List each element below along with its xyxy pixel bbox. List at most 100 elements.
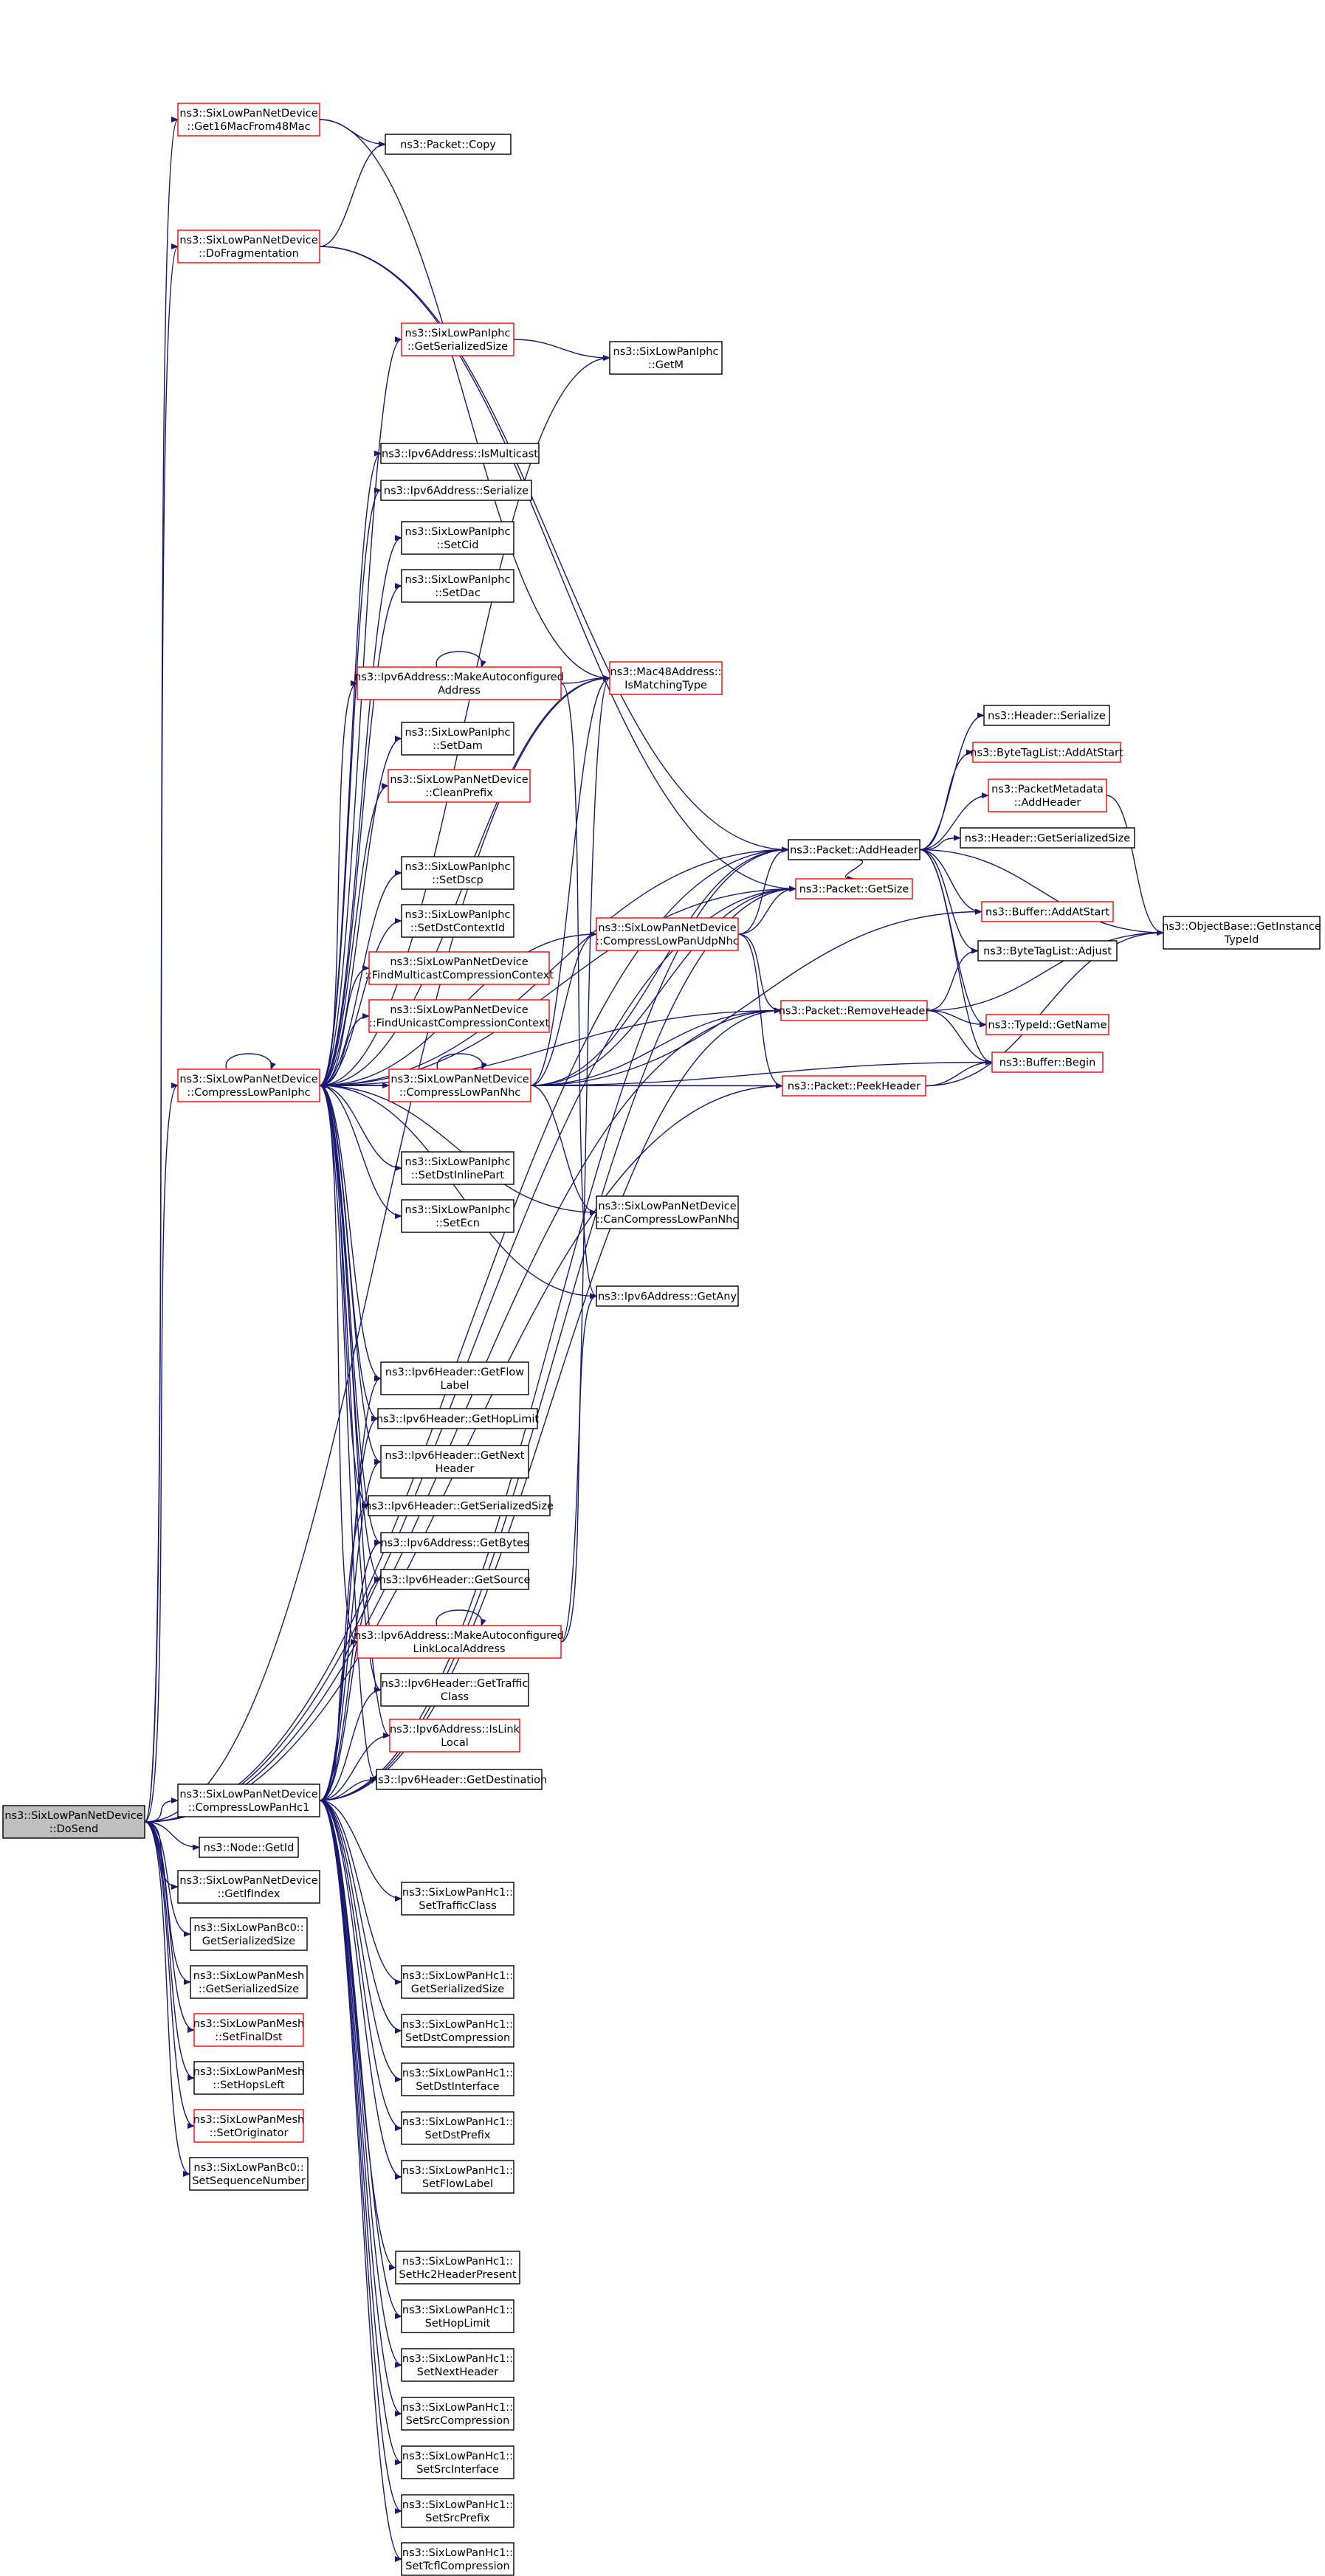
edge-line [436, 1053, 487, 1070]
node-cleanprefix[interactable]: ns3::SixLowPanNetDevice::CleanPrefix [388, 769, 531, 803]
node-setdstinline[interactable]: ns3::SixLowPanIphc::SetDstInlinePart [401, 1151, 514, 1185]
node-box [596, 917, 739, 951]
node-paddhdr[interactable]: ns3::Packet::AddHeader [788, 839, 920, 860]
node-hgetdst[interactable]: ns3::Ipv6Header::GetDestination [371, 1769, 547, 1790]
node-setecn[interactable]: ns3::SixLowPanIphc::SetEcn [401, 1199, 514, 1233]
node-hc1setsrcpre[interactable]: ns3::SixLowPanHc1::SetSrcPrefix [401, 2494, 514, 2528]
edge-line [513, 339, 610, 361]
node-finduni[interactable]: ns3::SixLowPanNetDevice::FindUnicastComp… [368, 999, 550, 1033]
edge-line [530, 908, 982, 1086]
node-hgetsrc[interactable]: ns3::Ipv6Header::GetSource [379, 1569, 531, 1590]
node-setdac[interactable]: ns3::SixLowPanIphc::SetDac [401, 569, 514, 603]
node-iphcgetser[interactable]: ns3::SixLowPanIphc::GetSerializedSize [401, 322, 514, 356]
node-label-line: ns3::SixLowPanIphc [405, 1204, 511, 1216]
node-hc1settraffic[interactable]: ns3::SixLowPanHc1::SetTrafficClass [401, 1882, 514, 1916]
node-hc1setflow[interactable]: ns3::SixLowPanHc1::SetFlowLabel [401, 2160, 514, 2194]
node-hc1setdstpre[interactable]: ns3::SixLowPanHc1::SetDstPrefix [401, 2111, 514, 2145]
edge-dosend-to-bc0getser [144, 1821, 191, 1937]
node-box [389, 1719, 520, 1753]
node-setdscp[interactable]: ns3::SixLowPanIphc::SetDscp [401, 856, 514, 890]
node-hc1getser[interactable]: ns3::SixLowPanHc1::GetSerializedSize [401, 1965, 514, 1999]
edge-line [319, 1800, 402, 2131]
node-iphcgetm[interactable]: ns3::SixLowPanIphc::GetM [609, 341, 723, 375]
node-findmulti[interactable]: ns3::SixLowPanNetDevice::FindMulticastCo… [365, 951, 554, 985]
node-ppeek[interactable]: ns3::Packet::PeekHeader [782, 1075, 926, 1097]
node-label-line: Label [440, 1380, 469, 1392]
node-hc1setdstcomp[interactable]: ns3::SixLowPanHc1::SetDstCompression [401, 2014, 514, 2048]
node-setfinaldst[interactable]: ns3::SixLowPanMesh::SetFinalDst [193, 2013, 304, 2047]
node-hdrgetser[interactable]: ns3::Header::GetSerializedSize [960, 827, 1135, 849]
node-bufaddstart[interactable]: ns3::Buffer::AddAtStart [981, 901, 1114, 922]
node-hc1setdstif[interactable]: ns3::SixLowPanHc1::SetDstInterface [401, 2062, 514, 2096]
node-label-line: ns3::SixLowPanNetDevice [179, 1074, 317, 1085]
node-meshgetser[interactable]: ns3::SixLowPanMesh::GetSerializedSize [190, 1965, 308, 1999]
node-setdam[interactable]: ns3::SixLowPanIphc::SetDam [401, 722, 514, 756]
edge-comphc1-to-hc1setsrcif [319, 1800, 402, 2465]
node-hc1setsrccomp[interactable]: ns3::SixLowPanHc1::SetSrcCompression [401, 2397, 514, 2431]
node-label-line: ns3::SixLowPanHc1:: [402, 2304, 513, 2316]
node-label-line: SetDstCompression [405, 2032, 510, 2044]
node-dofrag[interactable]: ns3::SixLowPanNetDevice::DoFragmentation [177, 229, 320, 263]
node-setcid[interactable]: ns3::SixLowPanIphc::SetCid [401, 521, 514, 555]
node-hc1settcfl[interactable]: ns3::SixLowPanHc1::SetTcflCompression [401, 2542, 514, 2576]
edge-line [319, 736, 402, 1086]
node-label-line: ns3::Ipv6Header::GetHopLimit [376, 1414, 539, 1426]
node-setdstctx[interactable]: ns3::SixLowPanIphc::SetDstContextId [401, 904, 514, 938]
node-label-line: ::FindMulticastCompressionContext [365, 970, 554, 981]
node-label-line: ns3::SixLowPanMesh [193, 2018, 304, 2030]
node-v6getany[interactable]: ns3::Ipv6Address::GetAny [596, 1285, 739, 1307]
edge-line [319, 783, 389, 1086]
node-label-line: ns3::SixLowPanHc1:: [402, 2116, 513, 2128]
node-mkauto[interactable]: ns3::Ipv6Address::MakeAutoconfiguredAddr… [354, 666, 564, 700]
node-bc0getser[interactable]: ns3::SixLowPanBc0::GetSerializedSize [190, 1917, 308, 1951]
node-pmaddhdr[interactable]: ns3::PacketMetadata::AddHeader [988, 778, 1107, 812]
node-typeid[interactable]: ns3::TypeId::GetName [985, 1014, 1109, 1035]
node-bufbegin[interactable]: ns3::Buffer::Begin [991, 1052, 1104, 1073]
node-hgetser[interactable]: ns3::Ipv6Header::GetSerializedSize [365, 1495, 554, 1516]
node-v6ser[interactable]: ns3::Ipv6Address::Serialize [380, 480, 532, 501]
node-compudp[interactable]: ns3::SixLowPanNetDevice::CompressLowPanU… [596, 917, 739, 951]
node-dosend[interactable]: ns3::SixLowPanNetDevice::DoSend [2, 1805, 145, 1839]
node-label-line: ns3::SixLowPanBc0:: [193, 1922, 303, 1934]
node-get16mac[interactable]: ns3::SixLowPanNetDevice::Get16MacFrom48M… [177, 103, 320, 137]
node-cancomp[interactable]: ns3::SixLowPanNetDevice::CanCompressLowP… [596, 1195, 739, 1229]
edge-compudp-to-pgetsize [737, 885, 796, 935]
node-setseq[interactable]: ns3::SixLowPanBc0::SetSequenceNumber [189, 2157, 309, 2191]
node-btaddstart[interactable]: ns3::ByteTagList::AddAtStart [970, 742, 1123, 763]
node-hgethop[interactable]: ns3::Ipv6Header::GetHopLimit [376, 1408, 539, 1429]
node-label-line: ns3::SixLowPanBc0:: [193, 2162, 303, 2174]
node-hc1sethc2[interactable]: ns3::SixLowPanHc1::SetHc2HeaderPresent [395, 2251, 520, 2285]
node-box [190, 1965, 308, 1999]
node-getifindex[interactable]: ns3::SixLowPanNetDevice::GetIfIndex [177, 1870, 320, 1904]
node-sethopsleft[interactable]: ns3::SixLowPanMesh::SetHopsLeft [193, 2061, 304, 2095]
node-premhdr[interactable]: ns3::Packet::RemoveHeader [779, 1000, 930, 1021]
node-pcopy[interactable]: ns3::Packet::Copy [385, 134, 512, 155]
node-mac48[interactable]: ns3::Mac48Address::IsMatchingType [609, 661, 723, 695]
node-mkautoll[interactable]: ns3::Ipv6Address::MakeAutoconfiguredLink… [354, 1625, 564, 1659]
edge-line [560, 1293, 597, 1643]
node-hc1setnext[interactable]: ns3::SixLowPanHc1::SetNextHeader [401, 2348, 514, 2382]
node-label-line: LinkLocalAddress [413, 1643, 505, 1655]
node-hc1sethop[interactable]: ns3::SixLowPanHc1::SetHopLimit [401, 2299, 514, 2333]
edge-compnhc-to-premhdr [530, 1007, 782, 1086]
edge-dofrag-to-paddhdr [319, 246, 789, 853]
edge-line [319, 535, 402, 1086]
node-setorig[interactable]: ns3::SixLowPanMesh::SetOriginator [193, 2109, 304, 2143]
node-hc1setsrcif[interactable]: ns3::SixLowPanHc1::SetSrcInterface [401, 2445, 514, 2479]
node-comphc1[interactable]: ns3::SixLowPanNetDevice::CompressLowPanH… [177, 1783, 320, 1817]
node-btadjust[interactable]: ns3::ByteTagList::Adjust [977, 940, 1118, 961]
node-compiphc[interactable]: ns3::SixLowPanNetDevice::CompressLowPanI… [177, 1068, 320, 1102]
node-v6ismulti[interactable]: ns3::Ipv6Address::IsMulticast [380, 443, 540, 464]
node-compnhc[interactable]: ns3::SixLowPanNetDevice::CompressLowPanN… [388, 1068, 531, 1102]
node-nodegetid[interactable]: ns3::Node::GetId [199, 1837, 299, 1858]
node-v6getbytes[interactable]: ns3::Ipv6Address::GetBytes [380, 1532, 529, 1553]
edge-compiphc-to-setecn [319, 1085, 402, 1219]
node-box [782, 1075, 926, 1097]
node-pgetsize[interactable]: ns3::Packet::GetSize [795, 878, 913, 899]
node-hdrser[interactable]: ns3::Header::Serialize [983, 705, 1110, 726]
